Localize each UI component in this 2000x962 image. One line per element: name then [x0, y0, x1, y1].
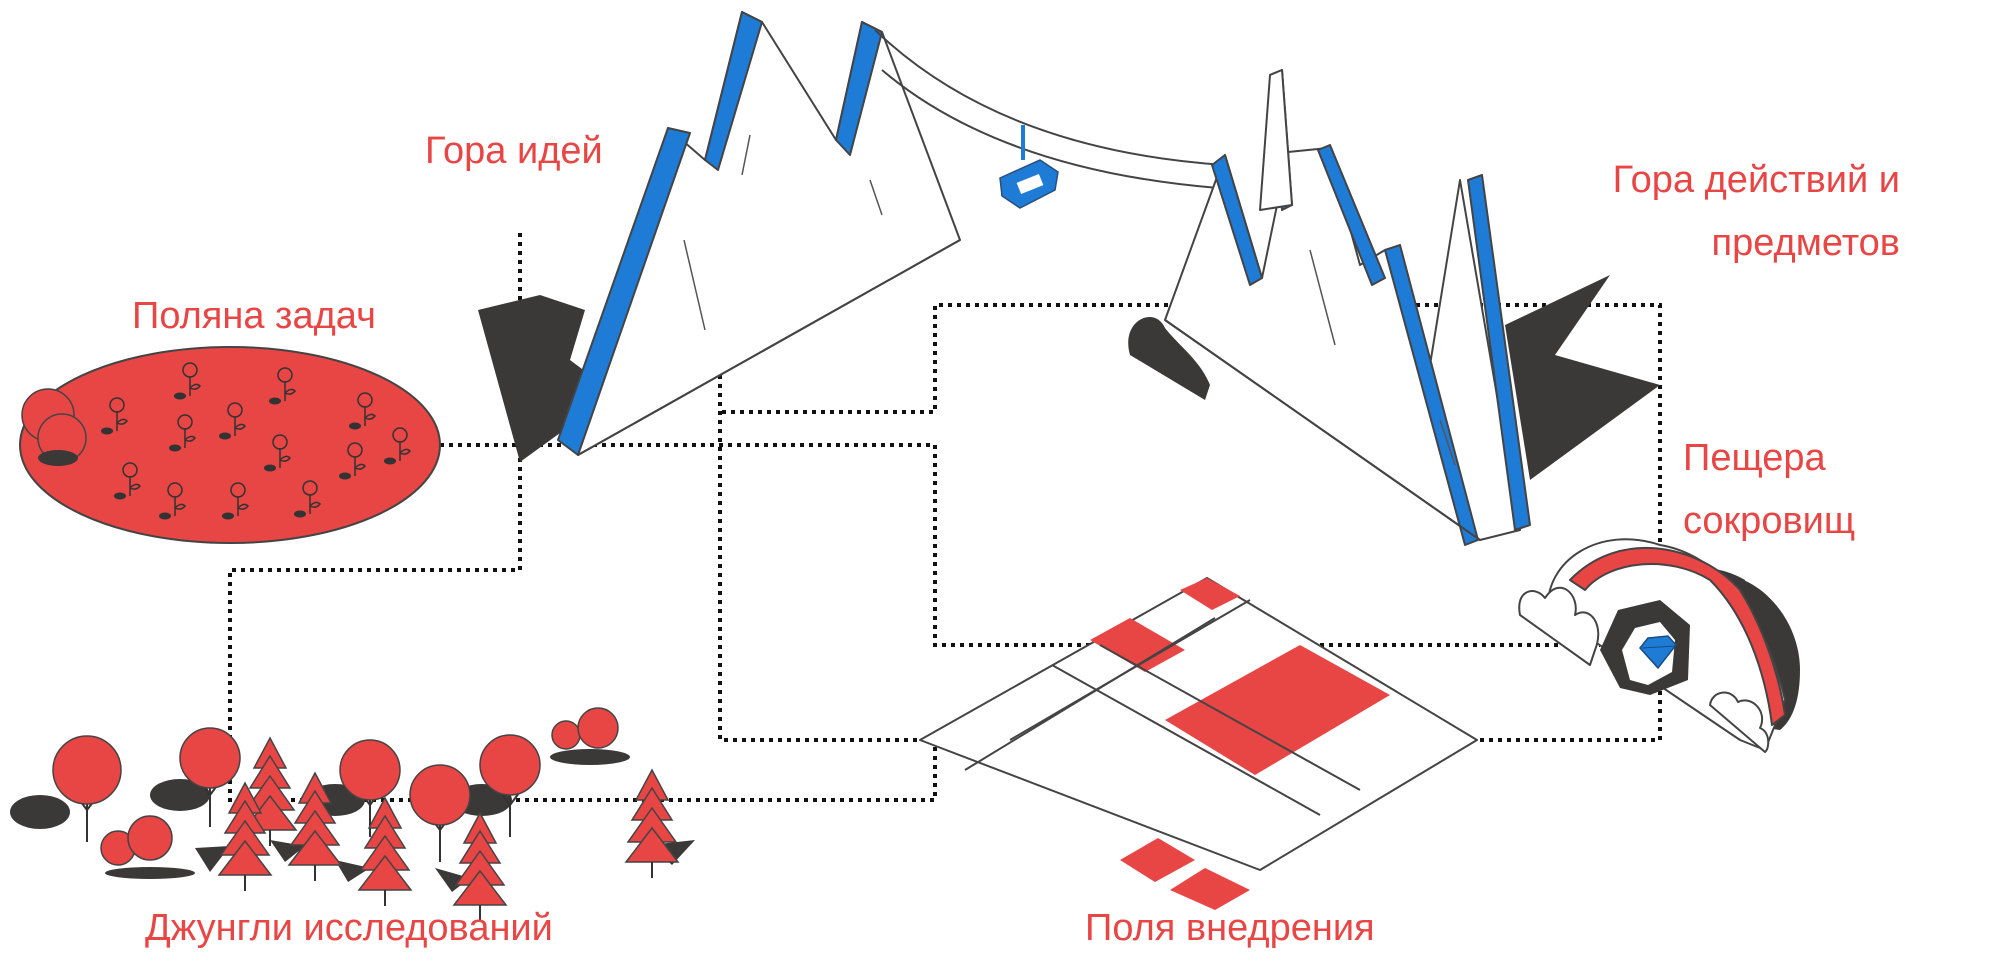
label-cave-line1: Пещера [1683, 437, 1827, 479]
label-glade-tasks: Поляна задач [132, 295, 376, 337]
label-jungle: Джунгли исследований [145, 907, 553, 949]
label-mountain-actions-line1: Гора действий и [1613, 159, 1900, 201]
labels: Гора идей Гора действий и предметов Поля… [132, 130, 1900, 949]
jungle-research [10, 707, 695, 922]
cable-car-icon [999, 125, 1059, 209]
mountain-ideas [478, 11, 961, 462]
label-fields: Поля внедрения [1085, 907, 1375, 949]
treasure-cave [1518, 538, 1800, 753]
glade-tasks [19, 346, 441, 544]
mountain-actions [1128, 69, 1660, 546]
label-mountain-actions-line2: предметов [1712, 222, 1900, 264]
label-cave-line2: сокровищ [1683, 500, 1855, 542]
fields-implementation [919, 577, 1478, 910]
label-mountain-ideas: Гора идей [425, 130, 603, 172]
cable-car [874, 29, 1226, 209]
diamond-icon [1639, 635, 1677, 670]
